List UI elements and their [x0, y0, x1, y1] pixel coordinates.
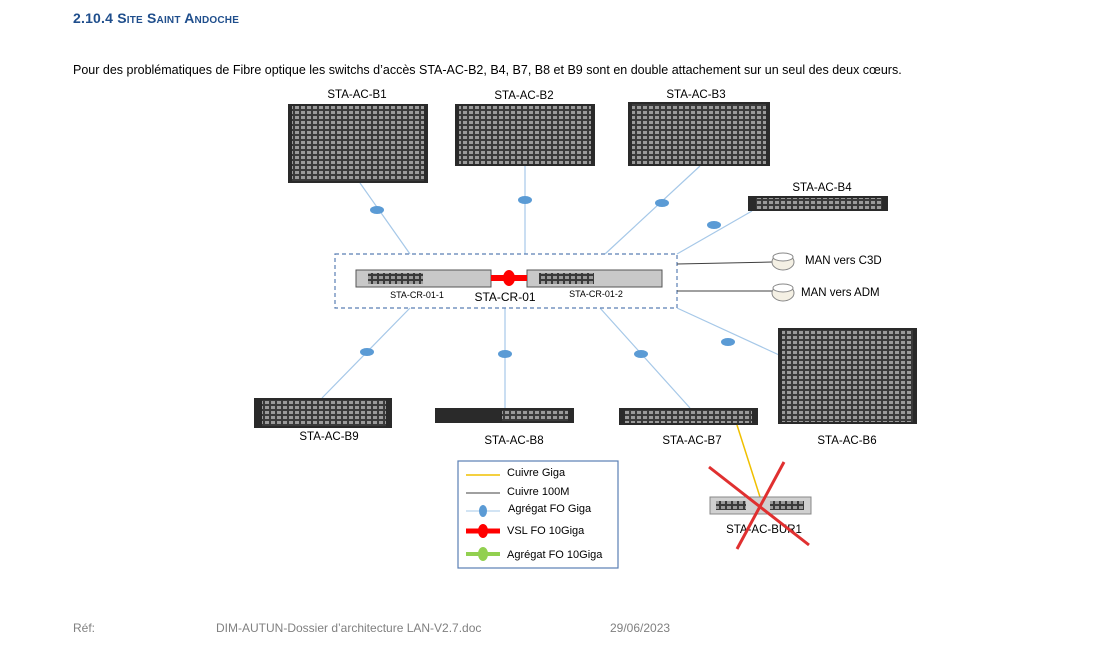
section-heading: 2.10.4 Site Saint Andoche — [73, 10, 240, 26]
switch-b7 — [619, 408, 758, 425]
switch-stack-b9 — [254, 398, 392, 428]
switch-label-b9: STA-AC-B9 — [299, 431, 358, 443]
legend-fo-10giga-swatch — [466, 547, 500, 561]
switch-label-b7: STA-AC-B7 — [662, 435, 721, 447]
fiber-dot — [498, 350, 512, 358]
switch-b4 — [748, 196, 888, 211]
switch-label-b8: STA-AC-B8 — [484, 435, 543, 447]
switch-label-b6: STA-AC-B6 — [817, 435, 876, 447]
fiber-dot — [634, 350, 648, 358]
switch-label-b1: STA-AC-B1 — [327, 89, 386, 101]
legend-copper-100m-label: Cuivre 100M — [507, 486, 569, 498]
fiber-aggregate-dots — [360, 196, 735, 358]
footer-doc-name: DIM-AUTUN-Dossier d’architecture LAN-V2.… — [216, 621, 482, 635]
fiber-links — [321, 165, 791, 409]
switch-label-b3: STA-AC-B3 — [666, 89, 725, 101]
switch-label-b2: STA-AC-B2 — [494, 90, 553, 102]
fiber-dot — [707, 221, 721, 229]
legend-vsl-label: VSL FO 10Giga — [507, 525, 585, 537]
core-member2-label: STA-CR-01-2 — [569, 289, 623, 299]
legend-fo-giga-swatch — [466, 505, 500, 517]
legend-fo-10giga-label: Agrégat FO 10Giga — [507, 549, 603, 561]
fiber-dot — [370, 206, 384, 214]
vsl-dot — [503, 270, 515, 286]
removed-cross-icon — [708, 461, 810, 550]
man-c3d-link — [676, 261, 773, 265]
switch-stack-b3 — [628, 102, 770, 166]
link-b6 — [676, 307, 791, 361]
core-switch-2 — [526, 269, 663, 288]
fiber-dot — [518, 196, 532, 204]
core-group-box — [334, 253, 678, 309]
man-adm-label: MAN vers ADM — [801, 287, 880, 299]
core-switch-1 — [355, 269, 492, 288]
switch-label-b4: STA-AC-B4 — [792, 182, 852, 194]
fiber-dot — [721, 338, 735, 346]
link-b3 — [604, 165, 701, 255]
man-adm-cloud-icon — [771, 283, 795, 302]
intro-paragraph: Pour des problématiques de Fibre optique… — [73, 63, 902, 77]
link-b4 — [676, 210, 753, 255]
switch-stack-b6 — [778, 328, 917, 424]
switch-stack-b2 — [455, 104, 595, 166]
copper-giga-link-bur1 — [736, 424, 761, 498]
legend-fo-giga-label: Agrégat FO Giga — [508, 503, 592, 515]
man-c3d-label: MAN vers C3D — [805, 255, 882, 267]
core-name-label: STA-CR-01 — [474, 290, 535, 304]
legend-vsl-swatch — [466, 524, 500, 538]
link-b1 — [359, 182, 411, 255]
man-c3d-cloud-icon — [771, 252, 795, 271]
fiber-dot — [360, 348, 374, 356]
switch-stack-b1 — [288, 104, 428, 183]
core-member1-label: STA-CR-01-1 — [390, 290, 444, 300]
footer-date: 29/06/2023 — [610, 621, 671, 635]
footer-ref-label: Réf: — [73, 621, 96, 635]
legend-copper-giga-label: Cuivre Giga — [507, 467, 566, 479]
switch-b8 — [435, 408, 574, 423]
link-b7 — [599, 307, 691, 409]
fiber-dot — [655, 199, 669, 207]
